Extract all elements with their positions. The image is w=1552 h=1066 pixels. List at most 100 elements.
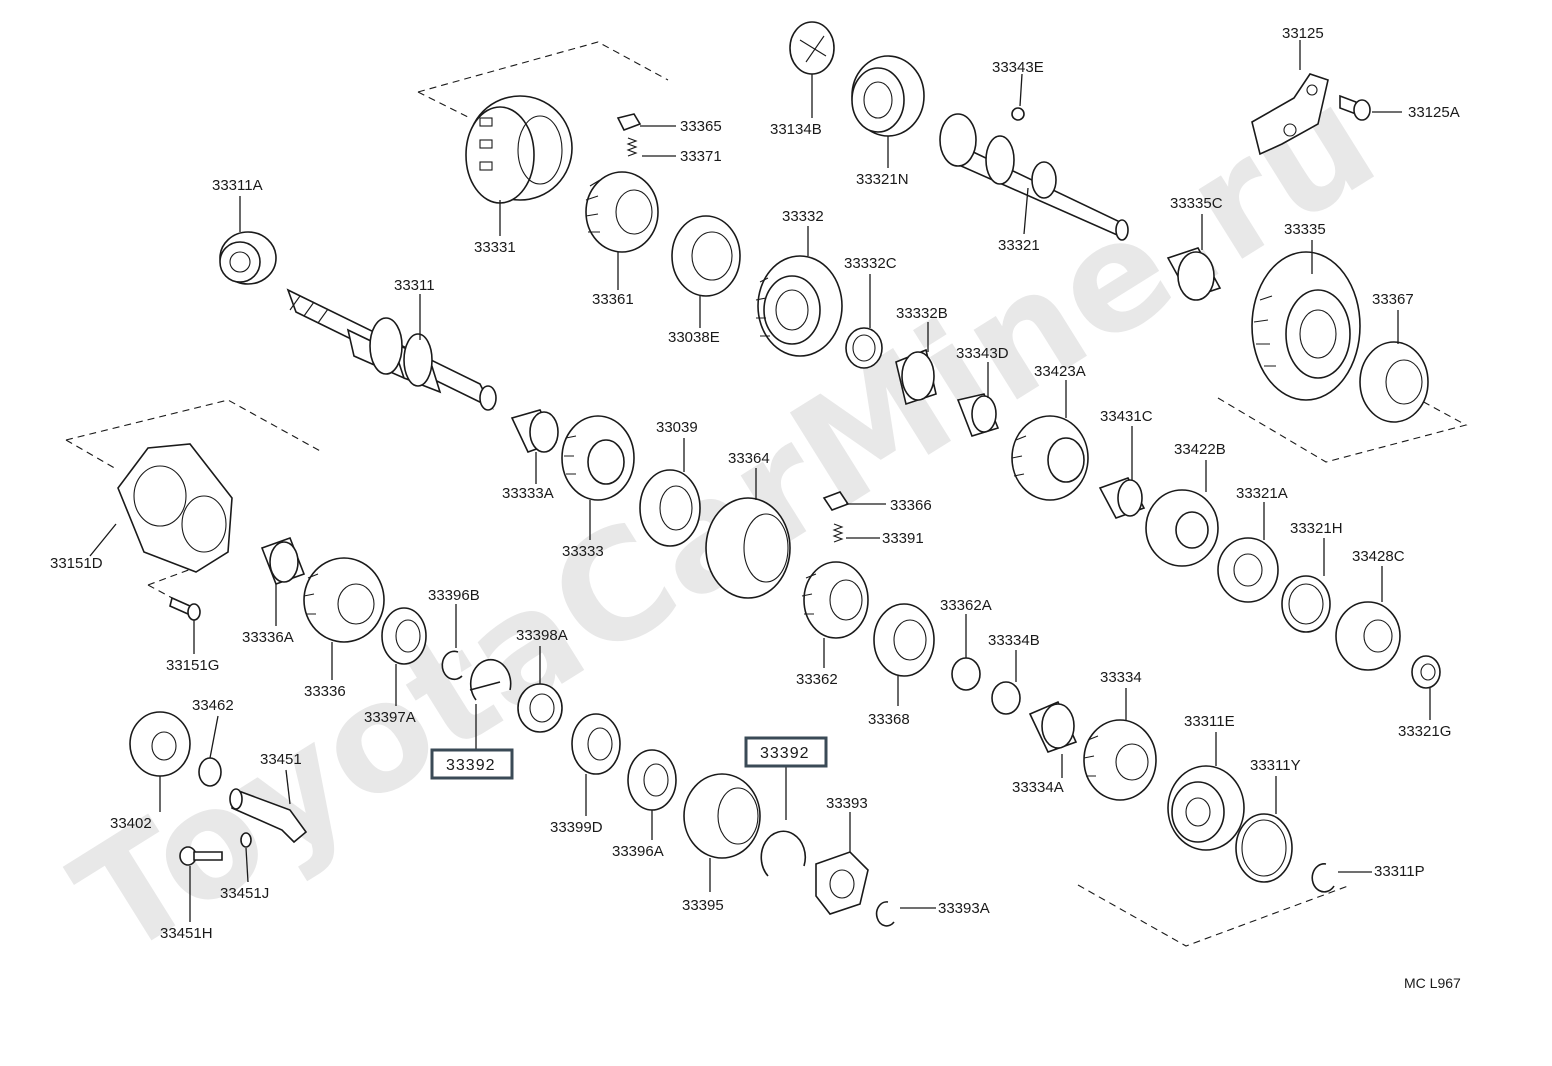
spacer-33431C: [1098, 477, 1146, 519]
needle-bearing-33336A: [260, 536, 306, 586]
label-33451H: 33451H: [160, 925, 213, 942]
ring-33334B: [991, 681, 1021, 715]
label-33336A: 33336A: [242, 629, 294, 646]
label-33311A: 33311A: [212, 177, 263, 194]
gear-33336: [303, 557, 385, 643]
bearing-33311A: [219, 231, 277, 285]
label-33321N: 33321N: [856, 171, 909, 188]
diagram-code: MC L967: [1404, 975, 1461, 991]
label-33398A: 33398A: [516, 627, 568, 644]
gear-33423A: [1011, 415, 1089, 501]
highlight-box-33392-left[interactable]: [430, 748, 514, 780]
ring-33398A: [517, 683, 563, 733]
label-33396B: 33396B: [428, 587, 480, 604]
gear-33334: [1083, 719, 1157, 801]
label-33422B: 33422B: [1174, 441, 1226, 458]
synchro-ring-33367: [1359, 341, 1429, 423]
synchro-ring-33039: [639, 469, 701, 547]
label-33333A: 33333A: [502, 485, 554, 502]
snap-ring-33393A: [875, 901, 895, 927]
bearing-33321N: [851, 55, 925, 137]
label-33321: 33321: [998, 237, 1040, 254]
label-33336: 33336: [304, 683, 346, 700]
label-33366: 33366: [890, 497, 932, 514]
label-33151D: 33151D: [50, 555, 103, 572]
spring-33392-right: [760, 830, 807, 877]
label-33038E: 33038E: [668, 329, 720, 346]
gear-33335: [1251, 251, 1361, 401]
spring-33391: [832, 523, 844, 543]
label-33423A: 33423A: [1034, 363, 1086, 380]
bracket-33125: [1251, 73, 1329, 156]
sleeve-33364: [705, 497, 791, 599]
label-33332B: 33332B: [896, 305, 948, 322]
synchro-ring-33368: [873, 603, 935, 677]
label-33321A: 33321A: [1236, 485, 1288, 502]
label-33364: 33364: [728, 450, 770, 467]
needle-bearing-33335C: [1166, 247, 1222, 301]
label-33311E: 33311E: [1184, 713, 1235, 730]
washer-33451J: [240, 832, 252, 848]
label-33368: 33368: [868, 711, 910, 728]
label-33451: 33451: [260, 751, 302, 768]
needle-bearing-33332B: [895, 348, 937, 406]
ring-33462: [198, 757, 222, 787]
bolt-33125A: [1339, 94, 1371, 121]
bolt-33451H: [179, 846, 223, 866]
gear-33428C: [1335, 601, 1401, 671]
label-33343E: 33343E: [992, 59, 1044, 76]
label-33393: 33393: [826, 795, 868, 812]
label-33321G: 33321G: [1398, 723, 1451, 740]
gear-33422B: [1145, 489, 1219, 567]
label-33311: 33311: [394, 277, 435, 294]
label-33393A: 33393A: [938, 900, 990, 917]
label-33365: 33365: [680, 118, 722, 135]
label-33334B: 33334B: [988, 632, 1040, 649]
output-shaft-33321: [939, 113, 1129, 241]
bolt-33151G: [169, 596, 201, 621]
shaft-33451: [229, 788, 308, 844]
snap-ring-33311P: [1311, 863, 1335, 893]
sleeve-33395: [683, 773, 761, 859]
label-33371: 33371: [680, 148, 722, 165]
ball-33343E: [1011, 107, 1025, 121]
label-33402: 33402: [110, 815, 152, 832]
bearing-33311E: [1167, 765, 1245, 851]
label-33392-left[interactable]: 33392: [446, 757, 496, 774]
label-33396A: 33396A: [612, 843, 664, 860]
label-33331: 33331: [474, 239, 516, 256]
clutch-hub-33393: [815, 851, 869, 915]
synchro-ring-33399D: [571, 713, 621, 775]
label-33311P: 33311P: [1374, 863, 1425, 880]
ring-33362A: [951, 657, 981, 691]
highlight-box-33392-right[interactable]: [744, 736, 828, 768]
synchro-ring-33396A: [627, 749, 677, 811]
label-33333: 33333: [562, 543, 604, 560]
spring-33392-left: [469, 658, 512, 701]
input-shaft-33311: [286, 288, 497, 411]
label-33334A: 33334A: [1012, 779, 1064, 796]
label-33362: 33362: [796, 671, 838, 688]
nut-33321G: [1411, 655, 1441, 689]
clutch-hub-33362: [801, 561, 869, 639]
sleeve-33331: [465, 95, 573, 204]
label-33321H: 33321H: [1290, 520, 1343, 537]
needle-bearing-33333A: [510, 409, 559, 453]
gear-33332: [755, 255, 843, 357]
cover-33151D: [117, 443, 233, 573]
label-33361: 33361: [592, 291, 634, 308]
bearing-33321A: [1217, 537, 1279, 603]
label-33125A: 33125A: [1408, 104, 1460, 121]
label-33039: 33039: [656, 419, 698, 436]
clutch-hub-33361: [585, 171, 659, 253]
label-33392-right[interactable]: 33392: [760, 745, 810, 762]
label-33431C: 33431C: [1100, 408, 1153, 425]
label-33334: 33334: [1100, 669, 1142, 686]
label-33311Y: 33311Y: [1250, 757, 1301, 774]
gear-33333: [561, 415, 635, 501]
label-33125: 33125: [1282, 25, 1324, 42]
snap-ring-33396B: [441, 650, 463, 681]
label-33332C: 33332C: [844, 255, 897, 272]
